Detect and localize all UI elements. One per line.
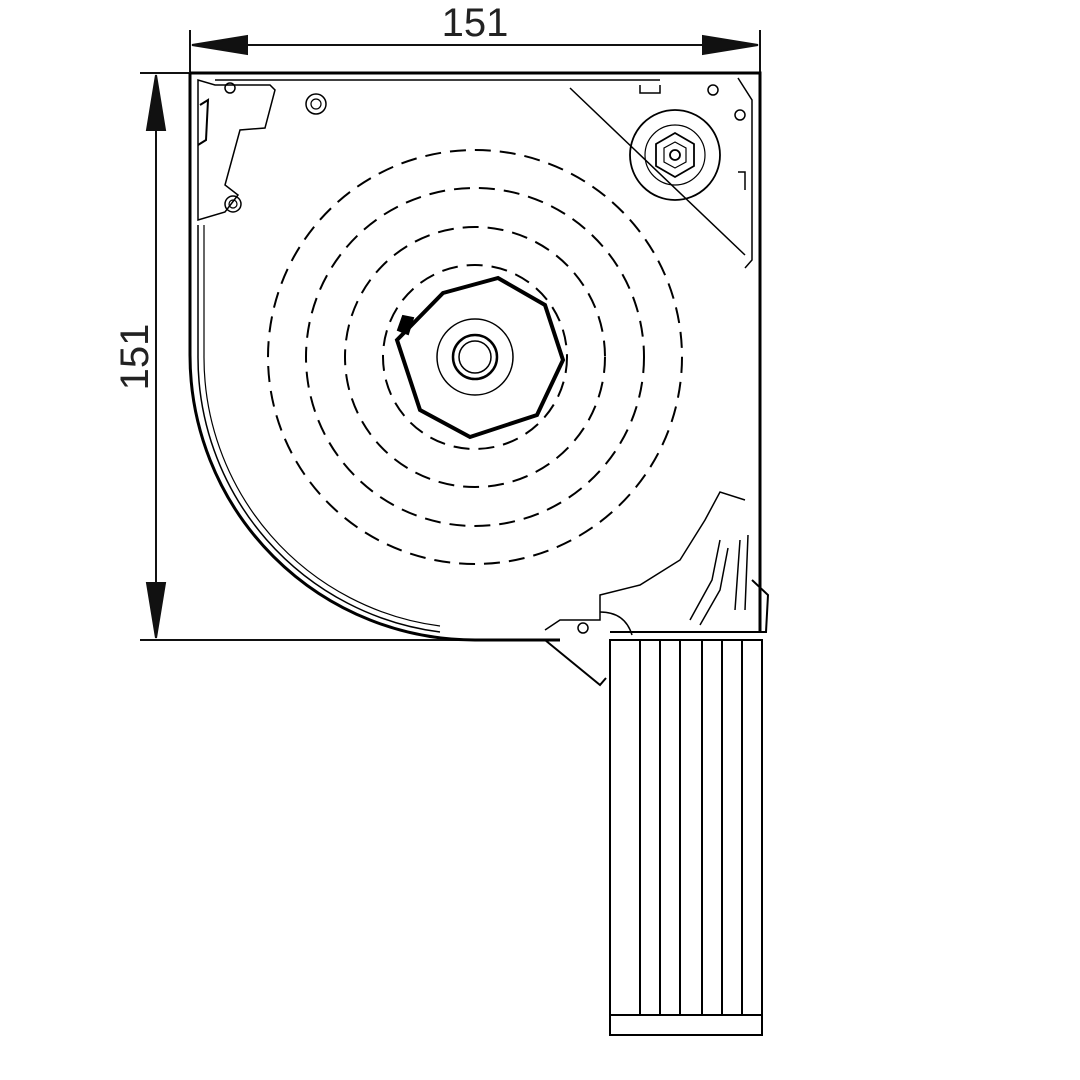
- width-label: 151: [442, 1, 509, 45]
- pulley: [629, 109, 721, 201]
- housing: [188, 71, 770, 687]
- width-dimension: [189, 30, 761, 75]
- roll-layers: [267, 149, 683, 565]
- width-arrows: [191, 34, 759, 56]
- height-label: 151: [113, 324, 157, 391]
- height-dimension: [140, 72, 560, 641]
- roll-layer: [305, 187, 645, 527]
- shutter-slat: [609, 639, 763, 1036]
- roll-layer: [267, 149, 683, 565]
- octagonal-shaft: [394, 275, 566, 440]
- height-arrows: [145, 74, 167, 639]
- roll-layer: [382, 264, 568, 450]
- roll-layer: [344, 226, 606, 488]
